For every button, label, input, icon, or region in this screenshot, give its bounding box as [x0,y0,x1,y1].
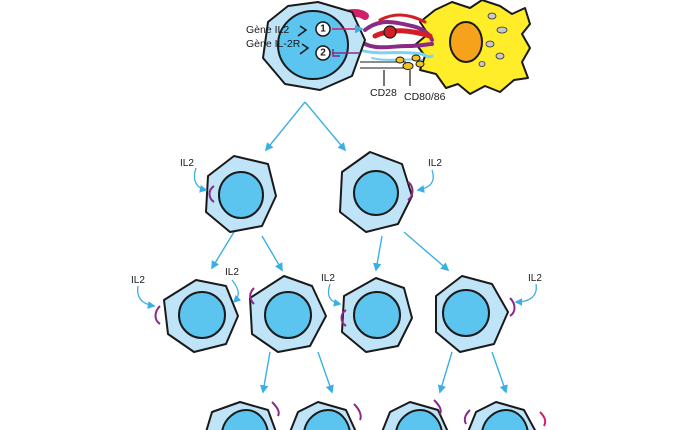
cell-gen2-2 [249,275,327,353]
step-2-circle [315,45,331,61]
step-1-circle [315,21,331,37]
il2-label-gen1-left: IL2 [180,158,194,169]
apc-cell [415,0,531,95]
il2-label-gen1-right: IL2 [428,158,442,169]
step-1-label: 1 [320,24,326,35]
il2-label-gen2-3: IL2 [321,273,335,284]
cell-gen2-4 [435,275,516,353]
gene-il2r-label: Gène IL-2R [246,38,301,50]
division-arrows [211,101,508,394]
il2-label-gen2-2: IL2 [225,267,239,278]
apc-nucleus [449,21,483,63]
cd28-label: CD28 [370,87,397,99]
il2-label-gen2-4: IL2 [528,273,542,284]
cell-gen3-3 [381,399,449,430]
activated-t-cell: 1 2 [262,1,366,91]
gene-il2-label: Gène IL2 [246,24,289,36]
apc-granules [478,12,508,67]
cell-gen3-4 [463,401,547,430]
daughter-cell-gen1-left [205,155,277,233]
antigen-peptide [383,25,397,39]
cd28-cd80-costim [360,54,425,86]
cell-gen2-3 [340,277,413,353]
cell-gen3-1 [205,401,280,430]
daughter-cell-gen1-right [339,151,414,233]
cell-gen3-2 [289,401,362,430]
cell-gen2-1 [154,279,239,353]
step-2-label: 2 [320,48,326,59]
il2-label-gen2-1: IL2 [131,275,145,286]
cd80-86-label: CD80/86 [404,91,446,103]
il2-loop-arrows [136,167,537,309]
